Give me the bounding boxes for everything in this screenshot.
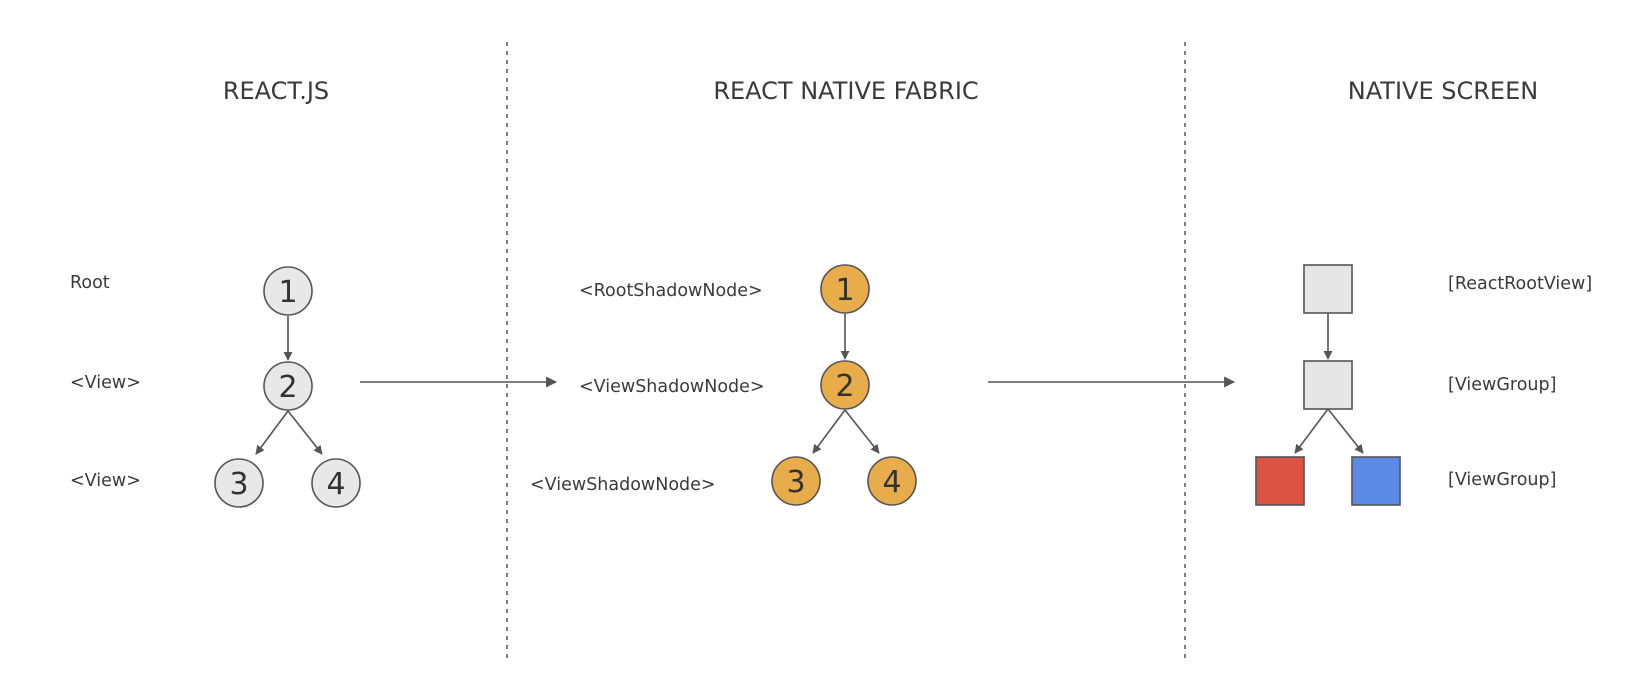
react-node-2: 2 <box>263 361 313 411</box>
react-node-4: 4 <box>311 458 361 508</box>
react-native-fabric-heading: REACT NATIVE FABRIC <box>713 77 978 105</box>
react-node-4-label: 4 <box>326 467 345 502</box>
fabric-label-root-shadow-node: <RootShadowNode> <box>579 281 763 301</box>
native-label-viewgroup-1: [ViewGroup] <box>1448 375 1556 395</box>
react-node-1: 1 <box>263 266 313 316</box>
fabric-node-3: 3 <box>771 456 821 506</box>
fabric-edge-2-4 <box>844 409 880 454</box>
react-node-1-label: 1 <box>278 275 297 310</box>
fabric-label-view-shadow-node-1: <ViewShadowNode> <box>579 377 765 397</box>
native-viewgroup-box <box>1303 360 1353 410</box>
native-label-react-root-view: [ReactRootView] <box>1448 274 1592 294</box>
fabric-node-4-label: 4 <box>882 465 901 500</box>
native-screen-heading: NATIVE SCREEN <box>1348 77 1538 105</box>
fabric-node-2-label: 2 <box>835 369 854 404</box>
native-child-box-blue <box>1351 456 1401 506</box>
react-label-view-2: <View> <box>70 471 141 491</box>
native-root-view-box <box>1303 264 1353 314</box>
fabric-node-3-label: 3 <box>786 465 805 500</box>
react-edge-2-3 <box>255 410 289 455</box>
react-label-root: Root <box>70 273 110 293</box>
fabric-node-4: 4 <box>867 456 917 506</box>
fabric-node-1-label: 1 <box>835 273 854 308</box>
fabric-node-2: 2 <box>820 360 870 410</box>
native-edge-viewgroup-red <box>1294 408 1329 454</box>
react-edge-2-4 <box>287 410 323 455</box>
react-node-2-label: 2 <box>278 370 297 405</box>
react-js-heading: REACT.JS <box>223 77 329 105</box>
native-label-viewgroup-2: [ViewGroup] <box>1448 470 1556 490</box>
native-edge-viewgroup-blue <box>1327 408 1364 454</box>
fabric-node-1: 1 <box>820 264 870 314</box>
react-node-3: 3 <box>214 458 264 508</box>
react-label-view-1: <View> <box>70 373 141 393</box>
fabric-edge-2-3 <box>812 409 846 454</box>
native-child-box-red <box>1255 456 1305 506</box>
fabric-label-view-shadow-node-2: <ViewShadowNode> <box>530 475 716 495</box>
react-node-3-label: 3 <box>229 467 248 502</box>
